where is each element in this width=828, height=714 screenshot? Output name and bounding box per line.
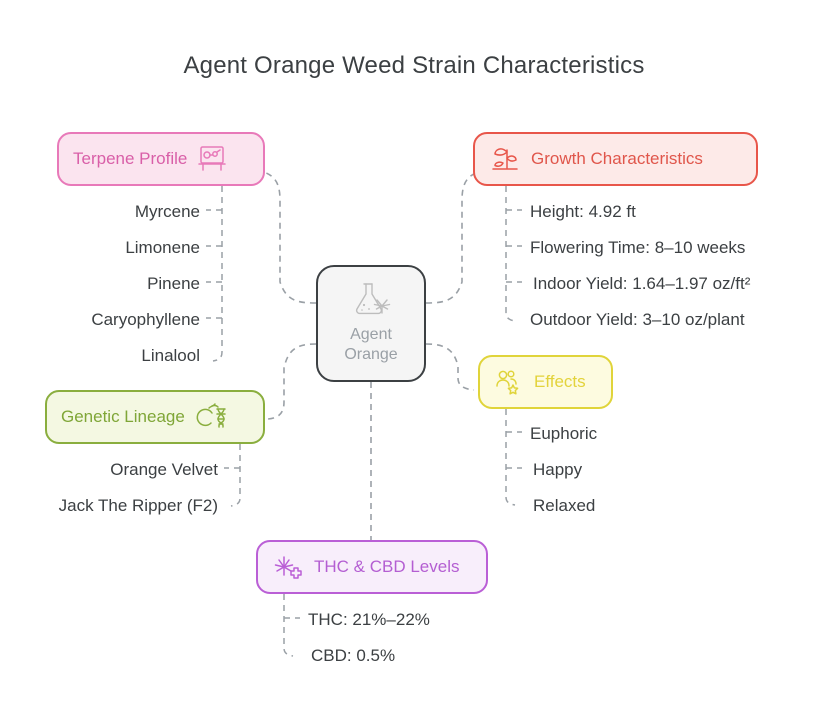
- connector-center-genetic: [267, 343, 317, 420]
- branch-node-growth-characteristics[interactable]: Growth Characteristics: [473, 132, 758, 186]
- branch-label: Terpene Profile: [73, 149, 188, 168]
- growing-plant-icon: [489, 144, 521, 174]
- branch-label: Genetic Lineage: [61, 407, 185, 426]
- leaf-thc-1: CBD: 0.5%: [311, 646, 396, 665]
- branch-label: Effects: [534, 372, 586, 391]
- leaf-genetic-0: Orange Velvet: [110, 460, 218, 479]
- leaf-effects-0: Euphoric: [530, 424, 598, 443]
- connector-thc-trunk: [283, 594, 294, 657]
- flask-cannabis-leaf-icon: [349, 282, 393, 321]
- page-title: Agent Orange Weed Strain Characteristics: [183, 52, 645, 79]
- connector-center-terpene: [263, 171, 317, 304]
- leaf-terpene-2: Pinene: [147, 274, 200, 293]
- leaf-growth-0: Height: 4.92 ft: [530, 202, 636, 221]
- branch-node-terpene-profile[interactable]: Terpene Profile: [57, 132, 265, 186]
- leaf-growth-2: Indoor Yield: 1.64–1.97 oz/ft²: [533, 274, 751, 293]
- leaf-terpene-4: Linalool: [141, 346, 200, 365]
- branch-label: Growth Characteristics: [531, 149, 703, 168]
- branch-node-genetic-lineage[interactable]: Genetic Lineage: [45, 390, 265, 444]
- leaf-effects-1: Happy: [533, 460, 583, 479]
- leaf-genetic-1: Jack The Ripper (F2): [58, 496, 218, 515]
- terpene-lab-bench-icon: [197, 145, 227, 173]
- leaf-effects-2: Relaxed: [533, 496, 596, 515]
- connector-growth-trunk: [505, 186, 516, 322]
- branch-node-thc-cbd-levels[interactable]: THC & CBD Levels: [256, 540, 488, 594]
- connector-genetic-trunk: [230, 444, 241, 507]
- leaf-terpene-0: Myrcene: [134, 202, 200, 221]
- leaf-growth-1: Flowering Time: 8–10 weeks: [530, 238, 746, 257]
- connector-effects-trunk: [505, 409, 516, 506]
- connector-center-growth: [425, 171, 479, 304]
- connector-terpene-trunk: [212, 186, 223, 362]
- cannabis-leaf-plus-icon: [272, 552, 304, 582]
- branch-label: THC & CBD Levels: [314, 557, 460, 576]
- connector-center-effects: [425, 343, 475, 391]
- people-star-icon: [494, 368, 524, 396]
- leaf-growth-3: Outdoor Yield: 3–10 oz/plant: [530, 310, 745, 329]
- orange-dna-icon: [195, 402, 227, 432]
- central-node-label: Agent Orange: [344, 325, 398, 363]
- leaf-terpene-3: Caryophyllene: [91, 310, 200, 329]
- leaf-terpene-1: Limonene: [125, 238, 200, 257]
- central-node[interactable]: Agent Orange: [316, 265, 426, 382]
- branch-node-effects[interactable]: Effects: [478, 355, 613, 409]
- leaf-thc-0: THC: 21%–22%: [308, 610, 430, 629]
